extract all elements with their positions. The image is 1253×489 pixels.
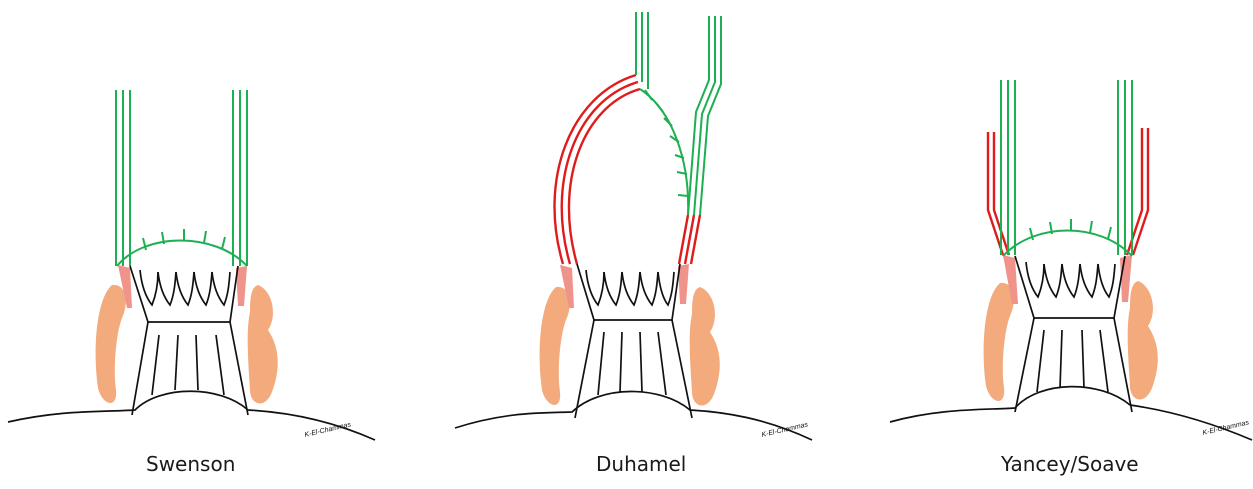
bowel-right-wall: [233, 90, 247, 266]
bowel-right-wall: [1118, 80, 1132, 255]
caption-duhamel: Duhamel: [596, 452, 686, 476]
anal-canal: [1015, 256, 1132, 412]
anal-canal: [130, 266, 248, 415]
caption-yancey-soave: Yancey/Soave: [1001, 452, 1139, 476]
aganglionic-rectal-pouch: [555, 75, 640, 264]
perineum-outline: [455, 391, 812, 440]
artist-signature: K-El-Chammas: [304, 421, 352, 439]
bowel-left-wall: [1001, 80, 1015, 255]
sphincter-left: [96, 285, 126, 403]
perineum-outline: [890, 387, 1252, 440]
caption-swenson: Swenson: [146, 452, 235, 476]
sphincter-left: [540, 287, 570, 405]
sphincter-left: [984, 283, 1014, 401]
anastomosis: [117, 241, 247, 267]
anal-canal: [575, 264, 692, 418]
sphincter-right: [690, 287, 720, 406]
sphincter-right: [248, 285, 278, 404]
duhamel-panel: K-El-Chammas: [455, 12, 812, 440]
aganglionic-rectal-wall: [679, 215, 700, 264]
suture-marks: [143, 229, 225, 250]
pulled-through-bowel: [688, 16, 721, 215]
muscular-cuff-left: [988, 132, 1009, 255]
ganglionic-bowel-descending: [636, 12, 648, 89]
suture-marks: [1030, 219, 1111, 240]
muscular-cuff-right: [1127, 128, 1148, 255]
yancey-soave-panel: K-El-Chammas: [890, 80, 1252, 440]
sphincter-right: [1128, 281, 1158, 400]
bowel-left-wall: [116, 90, 130, 266]
anastomosis: [1003, 231, 1132, 257]
artist-signature: K-El-Chammas: [1202, 419, 1250, 437]
suture-marks: [645, 90, 688, 196]
swenson-panel: K-El-Chammas: [8, 90, 375, 440]
